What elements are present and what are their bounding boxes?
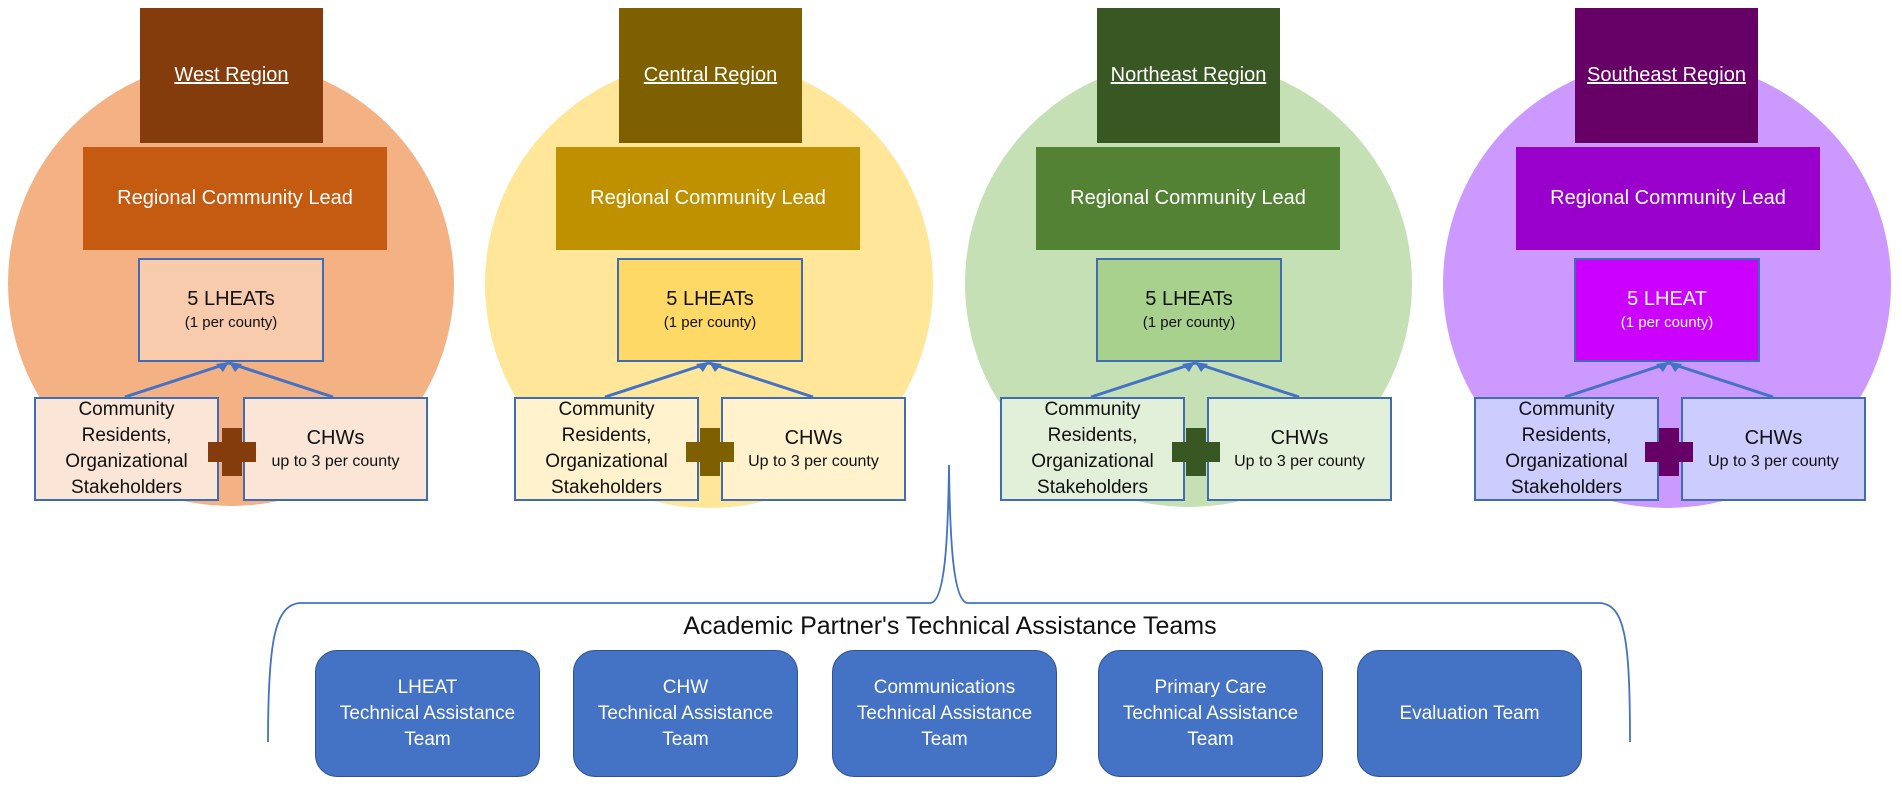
northeast-arrows (1090, 361, 1300, 399)
west-arrows (124, 361, 334, 399)
northeast-plus-icon (1172, 428, 1220, 476)
southeast-lheat-box: 5 LHEAT (1 per county) (1574, 258, 1760, 362)
west-lheat-sub: (1 per county) (184, 314, 278, 331)
southeast-lheat-label: 5 LHEAT (1627, 288, 1707, 310)
central-region-title: Central Region (619, 8, 802, 143)
northeast-chw-box: CHWs Up to 3 per county (1207, 397, 1392, 501)
team-communications: Communications Technical Assistance Team (832, 650, 1057, 777)
west-chw-sub: up to 3 per county (271, 453, 400, 470)
west-lheat-box: 5 LHEATs (1 per county) (138, 258, 324, 362)
southeast-chw-label: CHWs (1744, 427, 1803, 449)
southeast-community-box: Community Residents, Organizational Stak… (1474, 397, 1659, 501)
team-lheat: LHEAT Technical Assistance Team (315, 650, 540, 777)
central-community-box: Community Residents, Organizational Stak… (514, 397, 699, 501)
central-lheat-label: 5 LHEATs (666, 288, 754, 310)
central-chw-label: CHWs (784, 427, 843, 449)
team-evaluation: Evaluation Team (1357, 650, 1582, 777)
northeast-chw-sub: Up to 3 per county (1234, 453, 1365, 470)
west-plus-icon (208, 428, 256, 476)
central-chw-sub: Up to 3 per county (748, 453, 879, 470)
central-regional-lead: Regional Community Lead (556, 147, 860, 250)
team-primary-care: Primary Care Technical Assistance Team (1098, 650, 1323, 777)
southeast-arrows (1564, 361, 1774, 399)
southeast-chw-sub: Up to 3 per county (1708, 453, 1839, 470)
northeast-lheat-label: 5 LHEATs (1145, 288, 1233, 310)
west-community-box: Community Residents, Organizational Stak… (34, 397, 219, 501)
northeast-lheat-sub: (1 per county) (1142, 314, 1236, 331)
southeast-regional-lead: Regional Community Lead (1516, 147, 1820, 250)
west-lheat-label: 5 LHEATs (187, 288, 275, 310)
academic-brace (267, 464, 1631, 743)
northeast-chw-label: CHWs (1270, 427, 1329, 449)
northeast-lheat-box: 5 LHEATs (1 per county) (1096, 258, 1282, 362)
southeast-plus-icon (1645, 428, 1693, 476)
team-chw: CHW Technical Assistance Team (573, 650, 798, 777)
northeast-region-title: Northeast Region (1097, 8, 1280, 143)
west-chw-label: CHWs (306, 427, 365, 449)
west-chw-box: CHWs up to 3 per county (243, 397, 428, 501)
northeast-regional-lead: Regional Community Lead (1036, 147, 1340, 250)
central-chw-box: CHWs Up to 3 per county (721, 397, 906, 501)
west-regional-lead: Regional Community Lead (83, 147, 387, 250)
southeast-region-title: Southeast Region (1575, 8, 1758, 143)
central-plus-icon (686, 428, 734, 476)
west-region-title: West Region (140, 8, 323, 143)
southeast-chw-box: CHWs Up to 3 per county (1681, 397, 1866, 501)
academic-title: Academic Partner's Technical Assistance … (683, 612, 1217, 640)
central-arrows (604, 361, 814, 399)
central-lheat-box: 5 LHEATs (1 per county) (617, 258, 803, 362)
central-lheat-sub: (1 per county) (663, 314, 757, 331)
southeast-lheat-sub: (1 per county) (1620, 314, 1714, 331)
